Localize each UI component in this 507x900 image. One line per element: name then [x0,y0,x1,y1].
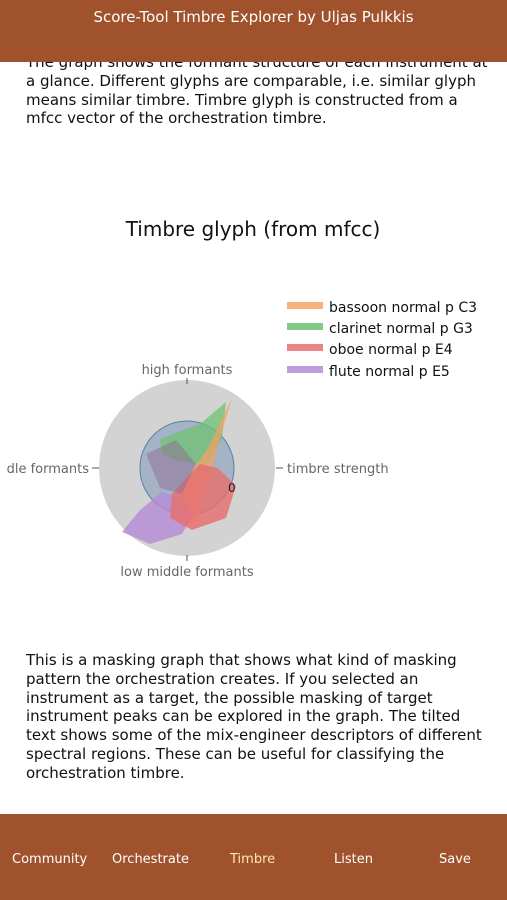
timbre-glyph-chart: Timbre glyph (from mfcc) bassoon normal … [7,217,477,580]
radial-tick-label: 0 [228,481,236,495]
tab-timbre[interactable]: Timbre [230,852,276,867]
legend-swatch-clarinet [287,323,323,330]
glyph-overlap [146,440,196,494]
legend-label-flute: flute normal p E5 [329,364,450,380]
tab-save[interactable]: Save [439,852,471,867]
legend-label-oboe: oboe normal p E4 [329,342,453,358]
tab-community[interactable]: Community [12,852,88,867]
legend-label-bassoon: bassoon normal p C3 [329,300,477,316]
legend-swatch-flute [287,366,323,373]
legend-swatch-bassoon [287,302,323,309]
legend-swatch-oboe [287,344,323,351]
tab-listen[interactable]: Listen [334,852,373,867]
app-title: Score-Tool Timbre Explorer by Uljas Pulk… [93,8,414,26]
main-content[interactable]: The graph shows the formant structure of… [0,62,507,814]
axis-label-right: timbre strength [287,462,389,477]
axis-label-bottom: low middle formants [120,565,253,580]
intro-paragraph: The graph shows the formant structure of… [26,62,488,128]
axis-label-top: high formants [142,363,233,378]
axis-label-left: dle formants [7,462,90,477]
tab-orchestrate[interactable]: Orchestrate [112,852,189,867]
app-header: Score-Tool Timbre Explorer by Uljas Pulk… [0,0,507,62]
tab-bar: Community Orchestrate Timbre Listen Save [0,814,507,900]
chart-title: Timbre glyph (from mfcc) [125,217,381,241]
outro-paragraph: This is a masking graph that shows what … [26,651,482,782]
chart-legend: bassoon normal p C3 clarinet normal p G3… [287,300,477,380]
legend-label-clarinet: clarinet normal p G3 [329,321,473,337]
